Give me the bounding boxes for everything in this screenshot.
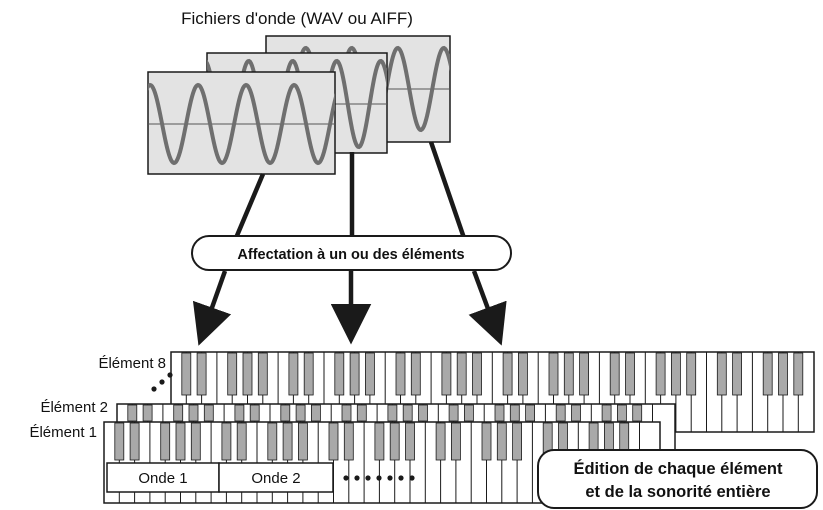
connector-lines	[233, 141, 467, 239]
wave-slot-1	[106, 462, 220, 493]
edit-callout-line-2: et de la sonorité entière	[585, 483, 770, 501]
connector-line-right	[428, 141, 467, 239]
element-ellipsis-dots	[151, 372, 173, 392]
wave-1-label: Onde 1	[138, 470, 187, 487]
wave-2-label: Onde 2	[251, 470, 300, 487]
wave-slots: Onde 1 Onde 2	[106, 462, 334, 493]
assignment-arrows	[192, 270, 507, 346]
waveform-panel-1	[147, 71, 336, 175]
arrow-right	[468, 270, 507, 346]
assign-label: Affectation à un ou des éléments	[237, 247, 464, 263]
element-2-label: Élément 2	[40, 399, 108, 416]
assign-label-box	[191, 235, 512, 271]
edit-callout-box	[537, 449, 818, 509]
connector-line-left	[233, 173, 266, 239]
element-8-label: Élément 8	[98, 355, 166, 372]
arrow-left	[192, 270, 232, 346]
waveform-files-title: Fichiers d'onde (WAV ou AIFF)	[181, 9, 413, 28]
edit-callout-line-1: Édition de chaque élément	[573, 459, 783, 478]
element-1-label: Élément 1	[29, 424, 97, 441]
wave-slot-ellipsis-dots	[343, 475, 415, 481]
wave-slot-2	[218, 462, 334, 493]
